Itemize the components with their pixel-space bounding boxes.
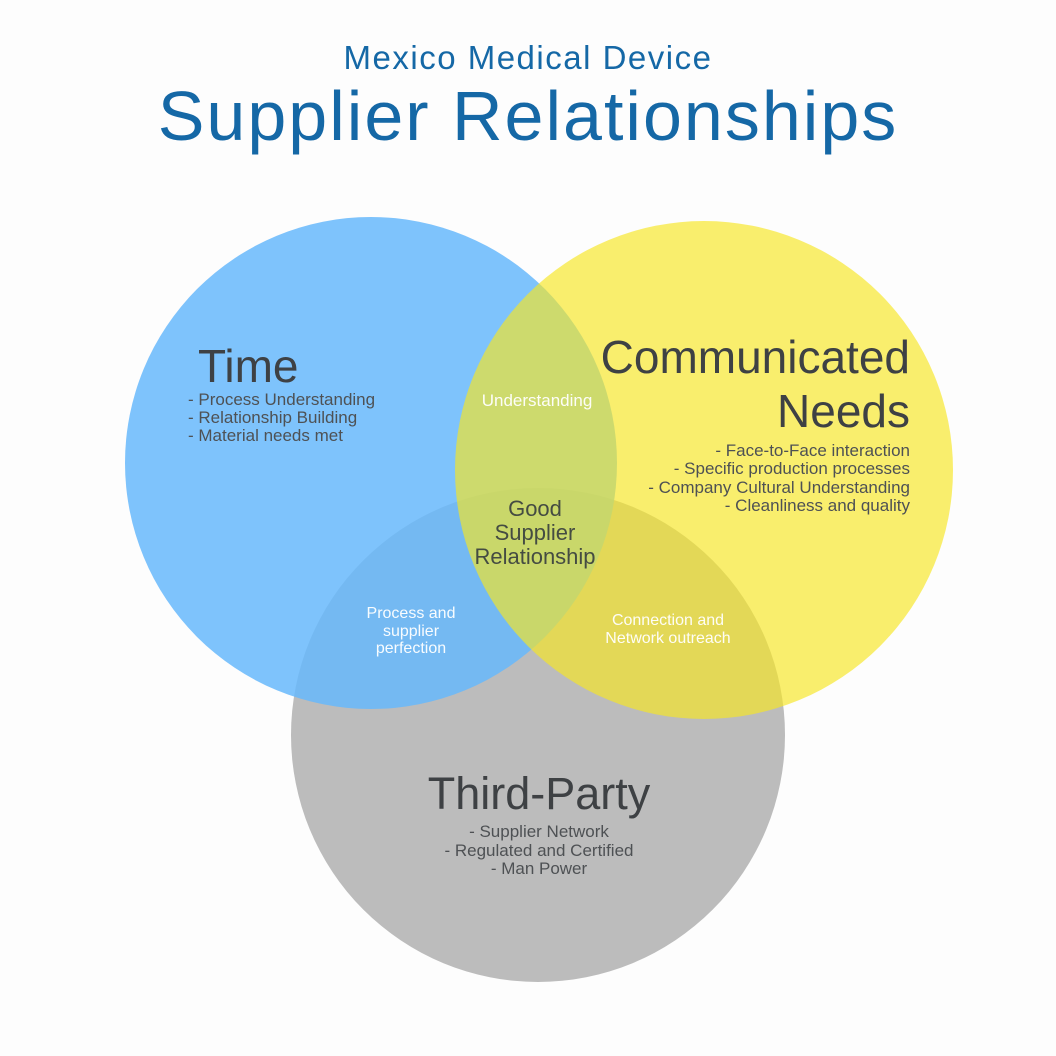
list-item: - Face-to-Face interaction bbox=[715, 441, 910, 460]
communicated-needs-circle bbox=[455, 221, 953, 719]
list-item: - Cleanliness and quality bbox=[724, 496, 910, 516]
time-item-list: - Process Understanding - Relationship B… bbox=[188, 391, 488, 445]
list-item: - Process Understanding bbox=[188, 390, 376, 409]
list-item: - Material needs met bbox=[188, 426, 343, 445]
overlap-label-time-needs: Understanding bbox=[481, 391, 593, 410]
time-heading: Time bbox=[198, 340, 299, 392]
list-item: - Company Cultural Understanding bbox=[648, 477, 910, 497]
list-item: - Relationship Building bbox=[188, 408, 358, 427]
communicated-needs-heading: Communicated Needs bbox=[600, 331, 910, 437]
page-header: Mexico Medical Device Supplier Relations… bbox=[0, 38, 1056, 154]
third-party-section: Third-Party - Supplier Network - Regulat… bbox=[339, 769, 739, 879]
list-item: - Man Power bbox=[490, 859, 588, 878]
communicated-needs-item-list: - Face-to-Face interaction - Specific pr… bbox=[530, 441, 910, 516]
list-item: - Supplier Network bbox=[469, 822, 609, 841]
third-party-item-list: - Supplier Network - Regulated and Certi… bbox=[339, 822, 739, 879]
page-subtitle: Mexico Medical Device bbox=[343, 39, 713, 76]
overlap-label-needs-thirdparty: Connection and Network outreach bbox=[605, 612, 731, 647]
overlap-label-time-thirdparty: Process and supplier perfection bbox=[366, 605, 456, 657]
list-item: - Regulated and Certified bbox=[444, 840, 634, 860]
time-section: Time - Process Understanding - Relations… bbox=[188, 341, 488, 445]
communicated-needs-section: Communicated Needs - Face-to-Face intera… bbox=[530, 330, 910, 516]
list-item: - Specific production processes bbox=[673, 459, 910, 479]
page-title: Supplier Relationships bbox=[157, 77, 899, 155]
third-party-heading: Third-Party bbox=[427, 768, 651, 819]
overlap-label-center: Good Supplier Relationship bbox=[474, 496, 596, 569]
